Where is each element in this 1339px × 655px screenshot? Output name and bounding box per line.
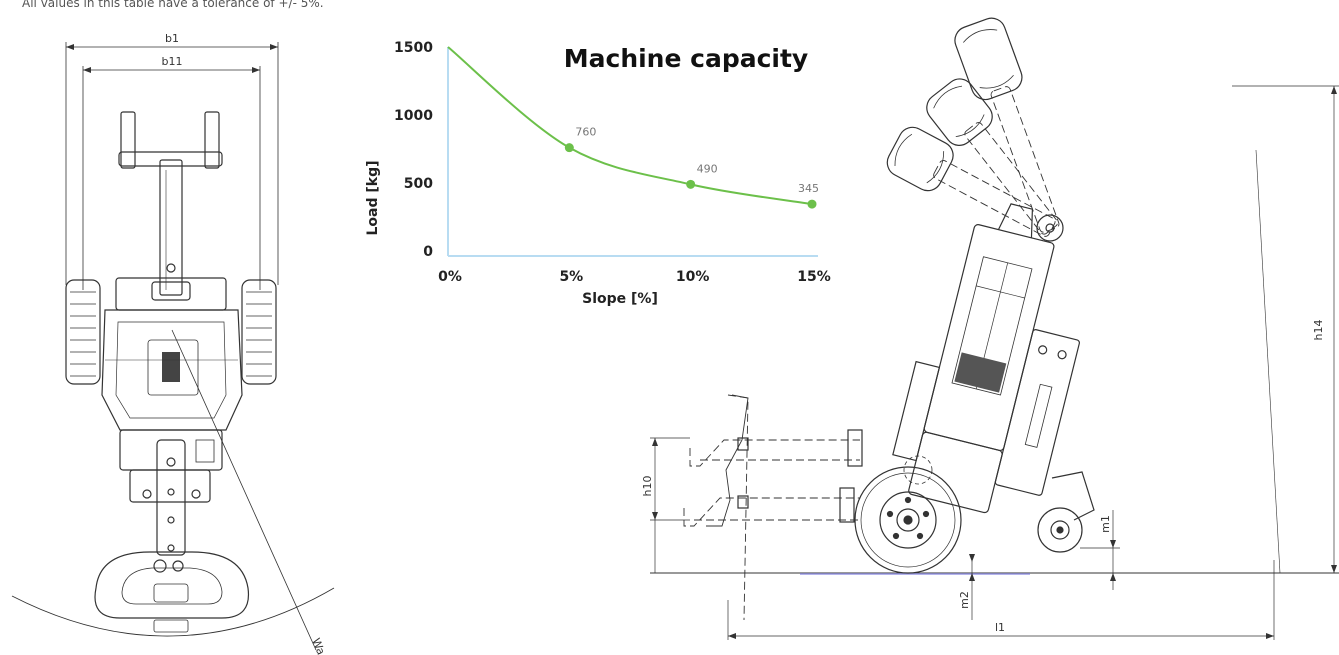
y-tick-label: 1500 xyxy=(394,40,433,56)
y-tick-label: 0 xyxy=(423,244,433,260)
fork-positions xyxy=(683,394,860,621)
x-tick-label: 10% xyxy=(676,269,710,285)
b11-dimension xyxy=(82,66,261,290)
y-tick-label: 1000 xyxy=(394,108,433,124)
y-axis-title: Load [kg] xyxy=(365,160,381,235)
data-point xyxy=(807,199,817,209)
m1-label: m1 xyxy=(1099,515,1112,533)
main-wheel xyxy=(854,466,962,574)
left-wheel xyxy=(65,279,101,385)
data-label: 760 xyxy=(575,126,596,139)
h10-label: h10 xyxy=(641,476,654,497)
x-tick-label: 0% xyxy=(438,269,462,285)
chart-title: Machine capacity xyxy=(564,44,808,73)
h10-dimension xyxy=(650,437,690,573)
y-tick-label: 500 xyxy=(404,176,433,192)
h14-dimension xyxy=(1232,85,1339,573)
capacity-curve xyxy=(447,46,813,206)
turning-radius-arc xyxy=(11,329,335,651)
wa-label: Wa xyxy=(309,636,327,655)
data-label: 345 xyxy=(798,182,819,195)
m2-label: m2 xyxy=(958,591,971,609)
b11-label: b11 xyxy=(162,55,183,68)
tolerance-note: All values in this table have a toleranc… xyxy=(22,0,324,10)
data-point xyxy=(564,143,574,153)
x-axis-title: Slope [%] xyxy=(582,291,658,307)
x-tick-label: 15% xyxy=(797,269,831,285)
right-wheel xyxy=(241,279,277,385)
tiller-positions xyxy=(886,17,1064,242)
m1-dimension xyxy=(1080,510,1120,590)
h14-label: h14 xyxy=(1312,320,1325,341)
l1-dimension xyxy=(727,560,1275,640)
data-point xyxy=(686,179,696,189)
b1-label: b1 xyxy=(165,32,179,45)
x-tick-label: 5% xyxy=(559,269,583,285)
caster-wheel xyxy=(1037,471,1095,553)
m2-dimension xyxy=(969,554,975,620)
l1-label: l1 xyxy=(995,621,1005,634)
b1-dimension xyxy=(65,42,279,285)
data-label: 490 xyxy=(697,162,718,175)
